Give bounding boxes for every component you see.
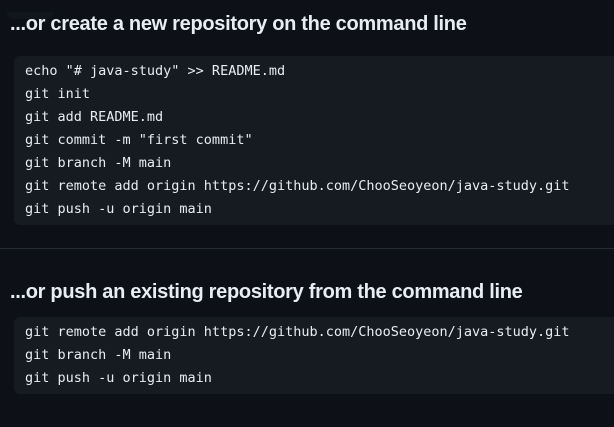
create-repo-heading: ...or create a new repository on the com… [10, 13, 467, 35]
code-line: git remote add origin https://github.com… [25, 324, 570, 340]
page-root: { "page": { "background_color": "#0d1117… [0, 12, 614, 427]
section-divider [0, 248, 614, 249]
code-line: git push -u origin main [25, 370, 212, 386]
code-line: git remote add origin https://github.com… [25, 178, 570, 194]
code-line: git branch -M main [25, 347, 172, 363]
code-line: git init [25, 86, 91, 102]
create-repo-code-block[interactable]: echo "# java-study" >> README.md git init… [14, 56, 614, 225]
push-repo-heading: ...or push an existing repository from t… [10, 281, 523, 303]
push-repo-code-block[interactable]: git remote add origin https://github.com… [14, 317, 614, 394]
code-line: git push -u origin main [25, 201, 212, 217]
code-line: git branch -M main [25, 155, 172, 171]
cutoff-element-remnant [7, 12, 53, 19]
code-line: echo "# java-study" >> README.md [25, 63, 286, 79]
code-line: git commit -m "first commit" [25, 132, 253, 148]
code-line: git add README.md [25, 109, 164, 125]
